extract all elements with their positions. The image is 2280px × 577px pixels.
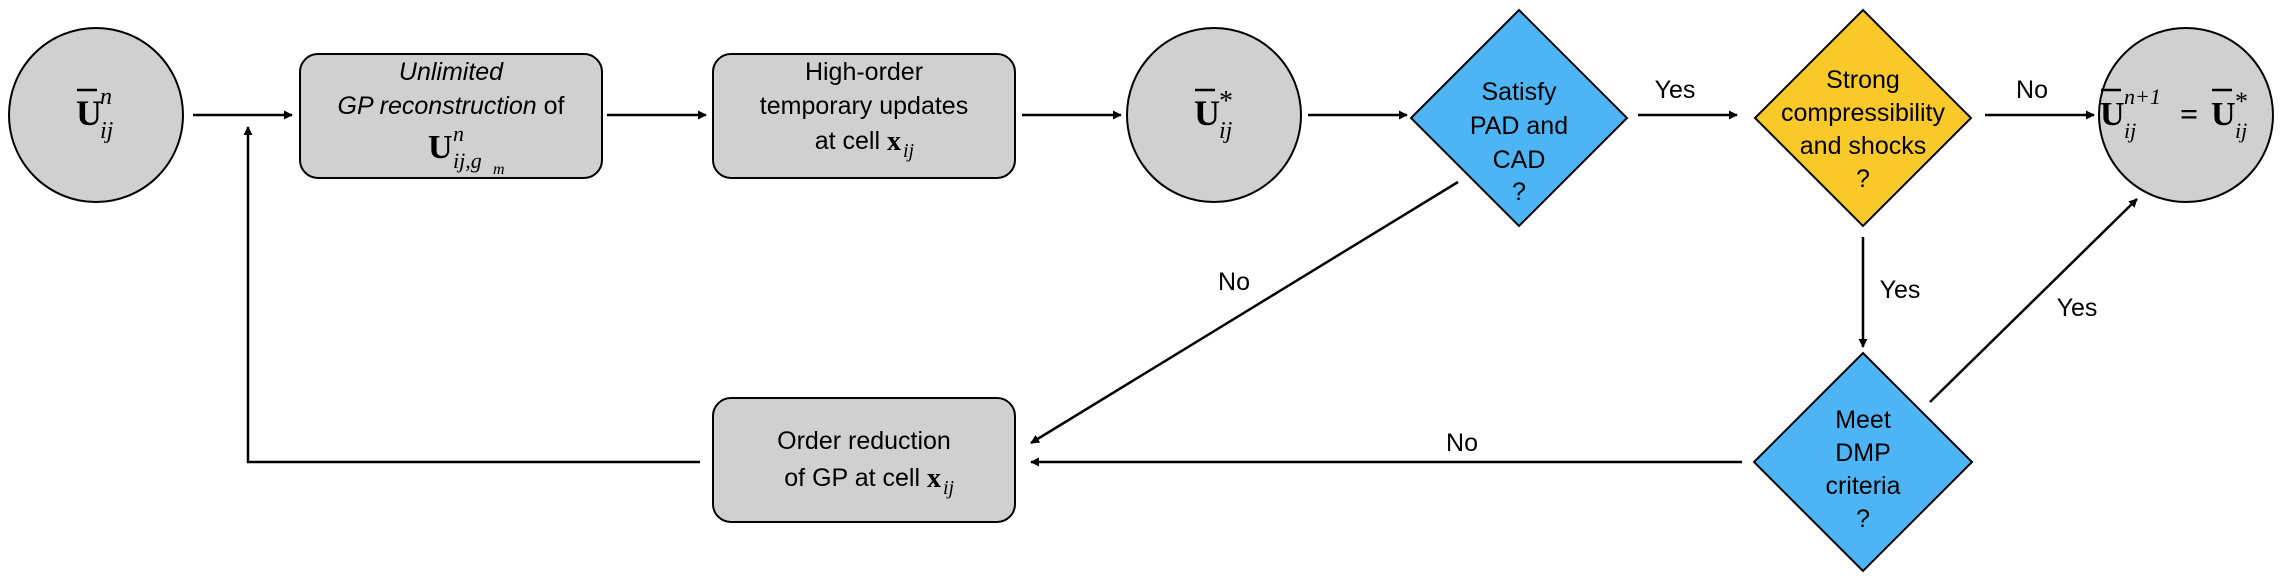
label-dmp-yes: Yes [2057, 294, 2098, 322]
ho-line1: High-order [805, 58, 923, 86]
node-u-np1: U n+1 ij = U * ij [2098, 27, 2274, 203]
symbol-u: U [2100, 96, 2125, 133]
node-u-star: U * ij [1126, 27, 1302, 203]
pad-line2: PAD and [1470, 112, 1568, 140]
superscript: n [100, 84, 112, 110]
edge-labels: Yes No No Yes Yes No [1218, 76, 2097, 457]
subscript: ij [903, 140, 915, 162]
gp-line2: GP reconstruction of [338, 92, 565, 120]
subscript: ij [100, 118, 114, 144]
edge-reduction-loop [243, 126, 700, 464]
symbol-u: U [428, 129, 453, 166]
node-pad-cad-shape [1409, 8, 1629, 228]
symbol-x: x [887, 126, 901, 157]
ho-line3: at cell [815, 127, 880, 155]
subscript: ij [943, 477, 955, 499]
superscript: * [1219, 86, 1233, 117]
label-pad-yes: Yes [1655, 76, 1696, 104]
pad-line4: ? [1512, 178, 1526, 206]
subscript: ij,g [453, 148, 482, 173]
ho-line2: temporary updates [760, 92, 968, 120]
strong-line3: and shocks [1800, 132, 1926, 160]
edge-pad-no [1030, 180, 1459, 445]
or-line2: of GP at cell [784, 464, 920, 492]
edge-dmp-yes [1929, 198, 2138, 403]
symbol-x: x [927, 463, 941, 494]
equals-sign: = [2180, 96, 2198, 132]
label-strong-no: No [2016, 76, 2048, 104]
superscript-2: * [2235, 87, 2248, 116]
node-u-n: U n ij [8, 27, 184, 203]
node-gp-reconstruction: Unlimited GP reconstruction of U n ij,g … [299, 53, 603, 179]
node-u-np1-shape [2098, 27, 2274, 203]
subscript: ij [1219, 118, 1233, 144]
node-dmp-decision: Meet DMP criteria ? [1752, 351, 1974, 573]
label-dmp-no: No [1446, 429, 1478, 457]
gp-line1: Unlimited [399, 58, 504, 86]
node-order-reduction: Order reduction of GP at cell x ij [712, 397, 1016, 523]
gp-line2-plain: of [537, 92, 565, 120]
superscript: n [453, 121, 464, 146]
label-strong-yes: Yes [1880, 276, 1921, 304]
symbol-u-2: U [2211, 96, 2236, 133]
node-u-star-shape [1126, 27, 1302, 203]
strong-line4: ? [1856, 165, 1870, 193]
dmp-line4: ? [1856, 505, 1870, 533]
subscript: ij [2124, 118, 2136, 143]
subscript-m: m [493, 161, 505, 178]
node-gp-reconstruction-shape [299, 53, 603, 179]
node-pad-cad-decision: Satisfy PAD and CAD ? [1409, 8, 1629, 228]
gp-line2-italic: GP reconstruction [338, 92, 537, 120]
or-line1: Order reduction [777, 427, 951, 455]
node-strong-shape [1753, 8, 1973, 228]
node-order-reduction-shape [712, 397, 1016, 523]
node-high-order-updates-shape [712, 53, 1016, 179]
label-pad-no: No [1218, 268, 1250, 296]
edges [193, 110, 2138, 467]
pad-line1: Satisfy [1481, 78, 1557, 106]
symbol-u: U [1194, 93, 1220, 133]
dmp-line1: Meet [1835, 406, 1891, 434]
pad-line3: CAD [1493, 146, 1546, 174]
subscript-2: ij [2235, 118, 2247, 143]
node-high-order-updates: High-order temporary updates at cell x i… [712, 53, 1016, 179]
node-strong-decision: Strong compressibility and shocks ? [1753, 8, 1973, 228]
superscript: n+1 [2124, 84, 2161, 109]
strong-line1: Strong [1826, 66, 1900, 94]
symbol-u: U [76, 93, 102, 133]
node-dmp-shape [1752, 351, 1974, 573]
dmp-line3: criteria [1825, 472, 1900, 500]
node-u-n-shape [8, 27, 184, 203]
strong-line2: compressibility [1781, 99, 1945, 127]
dmp-line2: DMP [1835, 439, 1891, 467]
